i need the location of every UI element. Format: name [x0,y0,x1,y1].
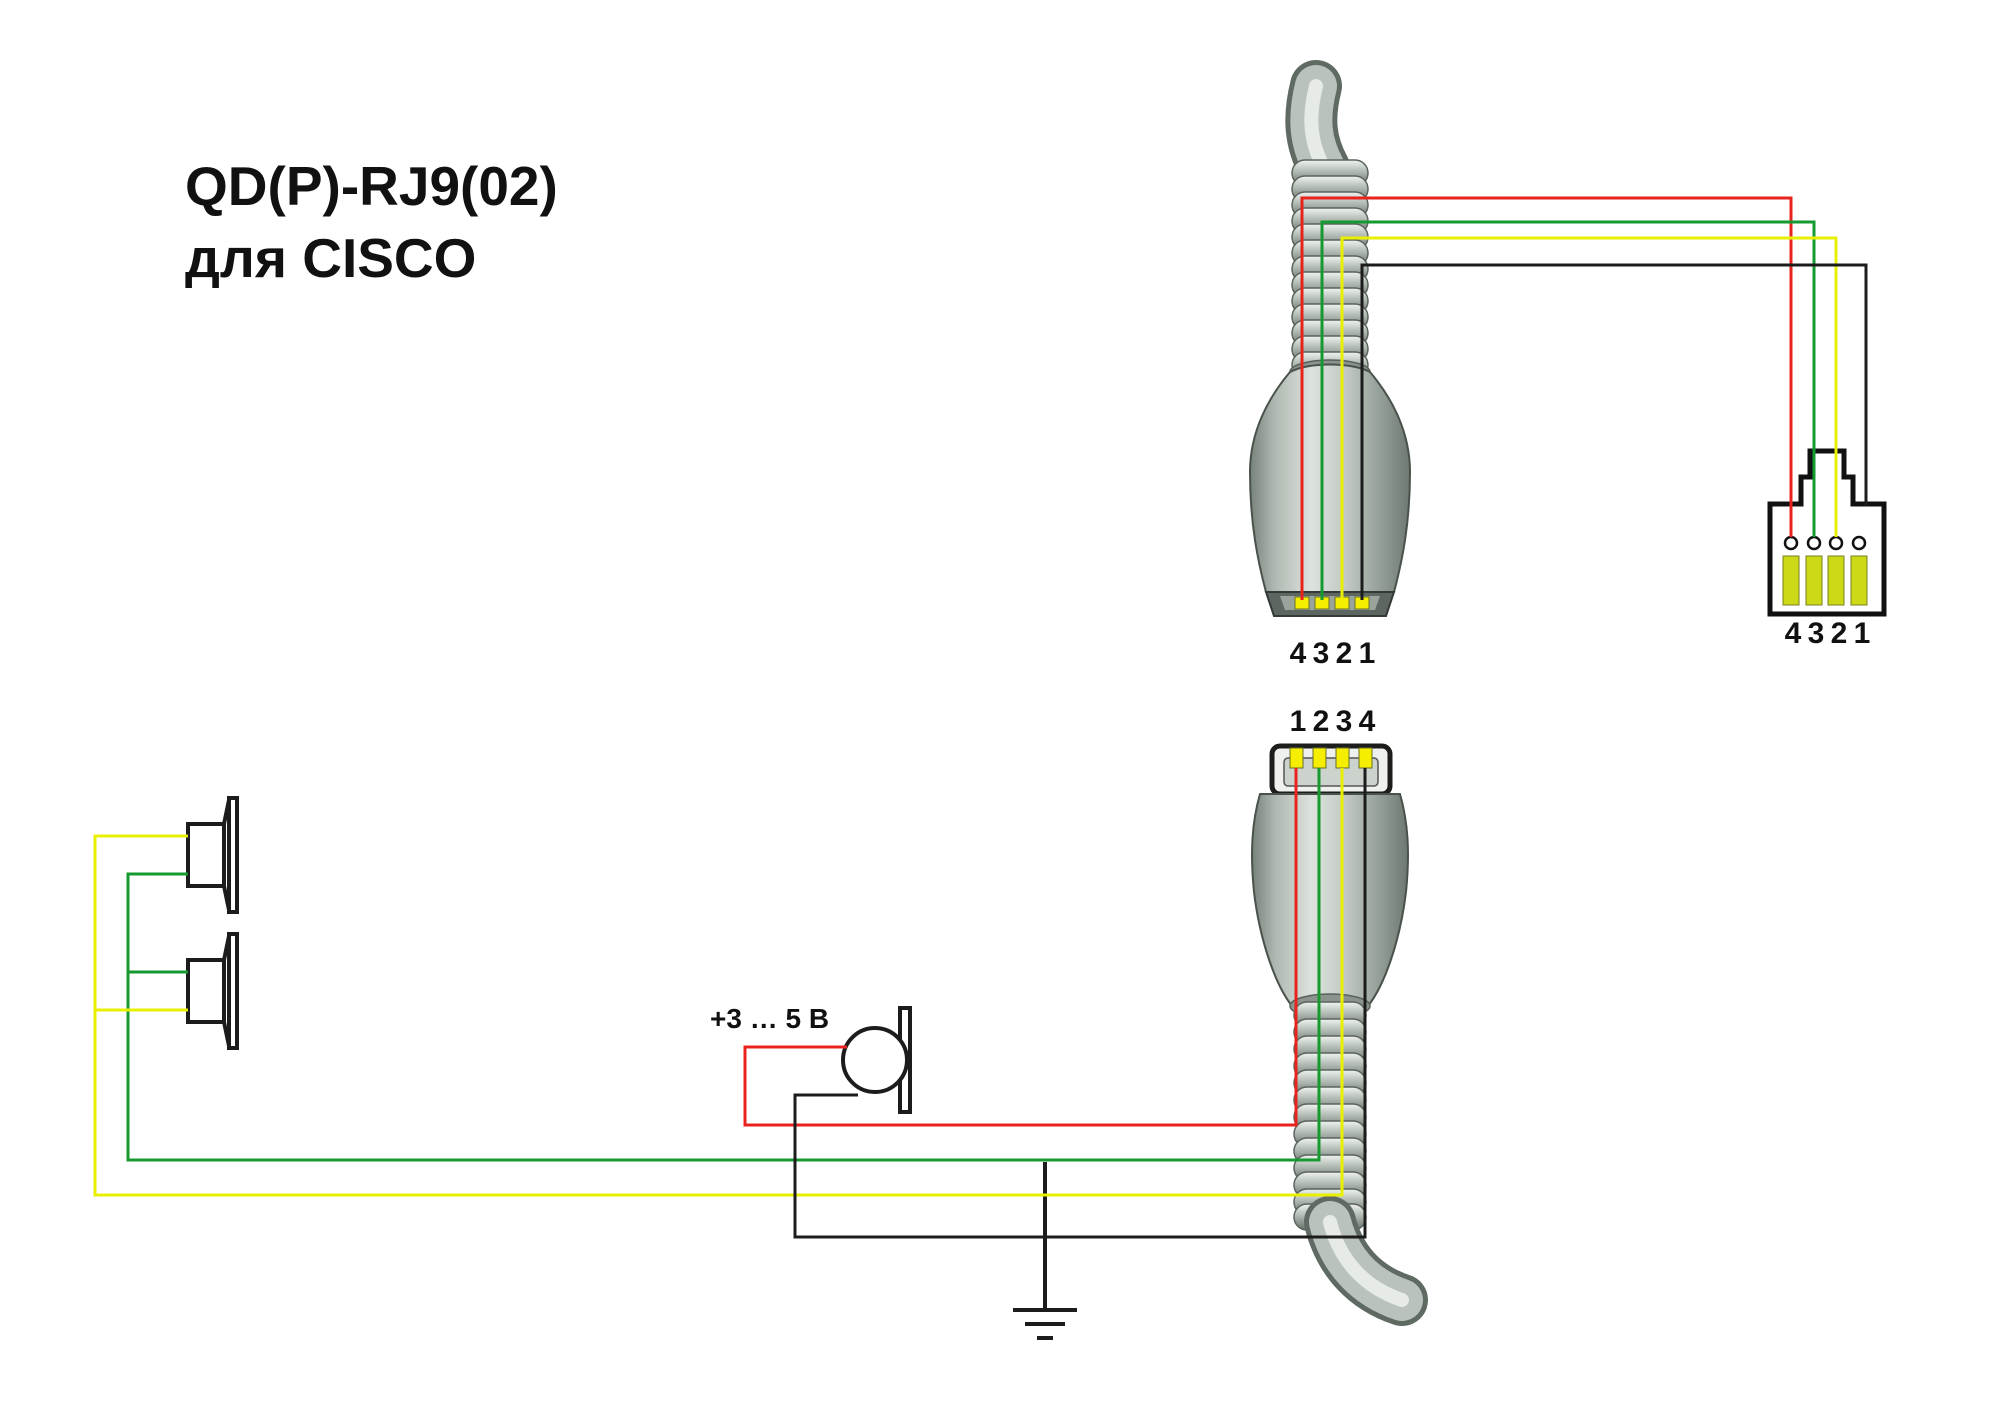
rj9-pin-numbers: 4 3 2 1 [1785,617,1870,650]
wire-yellow-bottom [93,768,1344,1197]
rj9-contact-3 [1805,555,1823,606]
rj9-pin-dot-4 [1783,535,1799,551]
qd-bottom-contact-4 [1358,747,1373,769]
wire-red-bottom [743,768,1298,1127]
qd-plug-top-cable [1285,60,1350,194]
qd-plug-bottom-body [1251,793,1409,1007]
microphone-icon [841,1006,912,1114]
qd-bottom-pin-numbers: 1 2 3 4 [1290,705,1376,738]
speaker-bottom-icon [186,932,239,1050]
rj9-connector: 4 3 2 1 [1767,448,1887,650]
rj9-contact-4 [1782,555,1800,606]
wires-bottom-harness [93,768,1367,1239]
diagram-title-line2: для CISCO [185,227,476,289]
qd-plug-bottom-mating-face [1269,743,1393,797]
diagram-title-line1: QD(P)-RJ9(02) [185,155,558,217]
qd-bottom-contact-1 [1289,747,1304,769]
qd-plug-top: 4 3 2 1 [1248,60,1412,670]
qd-bottom-contact-2 [1312,747,1327,769]
qd-plug-bottom-cable [1304,1196,1428,1326]
speaker-top-icon [186,796,239,914]
qd-bottom-contact-3 [1335,747,1350,769]
rj9-pin-dot-2 [1828,535,1844,551]
qd-plug-bottom: 1 2 3 4 [1251,705,1428,1326]
wire-green-top [1320,220,1816,600]
mic-voltage-label: +3 … 5 В [710,1003,829,1034]
wire-black-top [1360,263,1868,600]
rj9-contact-2 [1827,555,1845,606]
wires-top-harness [1300,196,1868,600]
qd-top-pin-numbers: 4 3 2 1 [1290,637,1375,670]
rj9-pin-dot-3 [1806,535,1822,551]
wire-black-bottom [793,768,1367,1239]
rj9-contact-1 [1850,555,1868,606]
qd-plug-top-body [1248,363,1412,593]
wire-red-top [1300,196,1793,600]
rj9-pin-dot-1 [1851,535,1867,551]
rj9-contacts [1782,535,1868,606]
wire-yellow-top [1340,236,1838,600]
wire-green-bottom [126,768,1321,1162]
qd-plug-top-mating-face [1264,591,1396,617]
ground-icon [1013,1162,1077,1340]
